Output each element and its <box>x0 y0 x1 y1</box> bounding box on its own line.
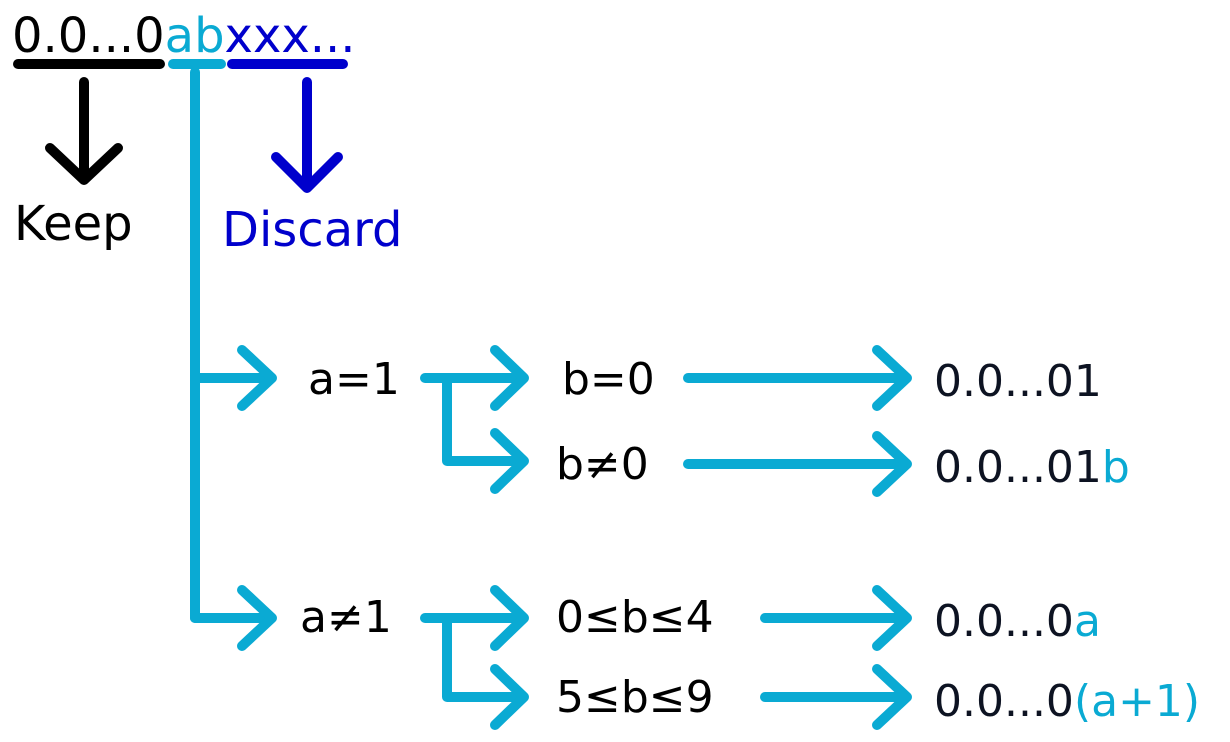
result-digits: 0.0...0 <box>934 676 1074 727</box>
result-digits: 0.0...01 <box>934 356 1102 407</box>
condition-b-0-to-4: 0≤b≤4 <box>556 592 714 643</box>
result-b-equals-0: 0.0...01 <box>934 360 1102 404</box>
result-b-not-0: 0.0...01b <box>934 446 1130 490</box>
arrow-head-a1 <box>237 345 277 411</box>
condition-b-equals-0: b=0 <box>562 354 655 405</box>
keep-label: Keep <box>14 196 133 252</box>
keep-arrow <box>45 77 123 185</box>
result-suffix: (a+1) <box>1073 676 1201 727</box>
fork-a1 <box>420 345 529 494</box>
result-digits: 0.0...0 <box>934 596 1074 647</box>
result-b-0-to-4: 0.0...0a <box>934 600 1101 644</box>
result-suffix: a <box>1073 596 1101 647</box>
result-arrows <box>683 345 912 730</box>
condition-a-not-1: a≠1 <box>300 592 392 643</box>
discard-arrow <box>271 77 343 193</box>
round-digits: ab <box>164 8 225 64</box>
condition-a-equals-1: a=1 <box>308 354 400 405</box>
condition-b-5-to-9: 5≤b≤9 <box>556 672 714 723</box>
result-b-5-to-9: 0.0...0(a+1) <box>934 680 1200 724</box>
arrow-head-anot1 <box>237 585 277 651</box>
number-header: 0.0...0abxxx... <box>12 12 356 60</box>
result-digits: 0.0...01 <box>934 442 1102 493</box>
condition-b-not-0: b≠0 <box>556 439 649 490</box>
trunk-lines <box>190 67 273 623</box>
keep-digits: 0.0...0 <box>12 8 165 64</box>
result-suffix: b <box>1101 442 1130 493</box>
discard-label: Discard <box>222 202 403 258</box>
discard-digits: xxx... <box>224 8 356 64</box>
fork-anot1 <box>420 585 529 730</box>
